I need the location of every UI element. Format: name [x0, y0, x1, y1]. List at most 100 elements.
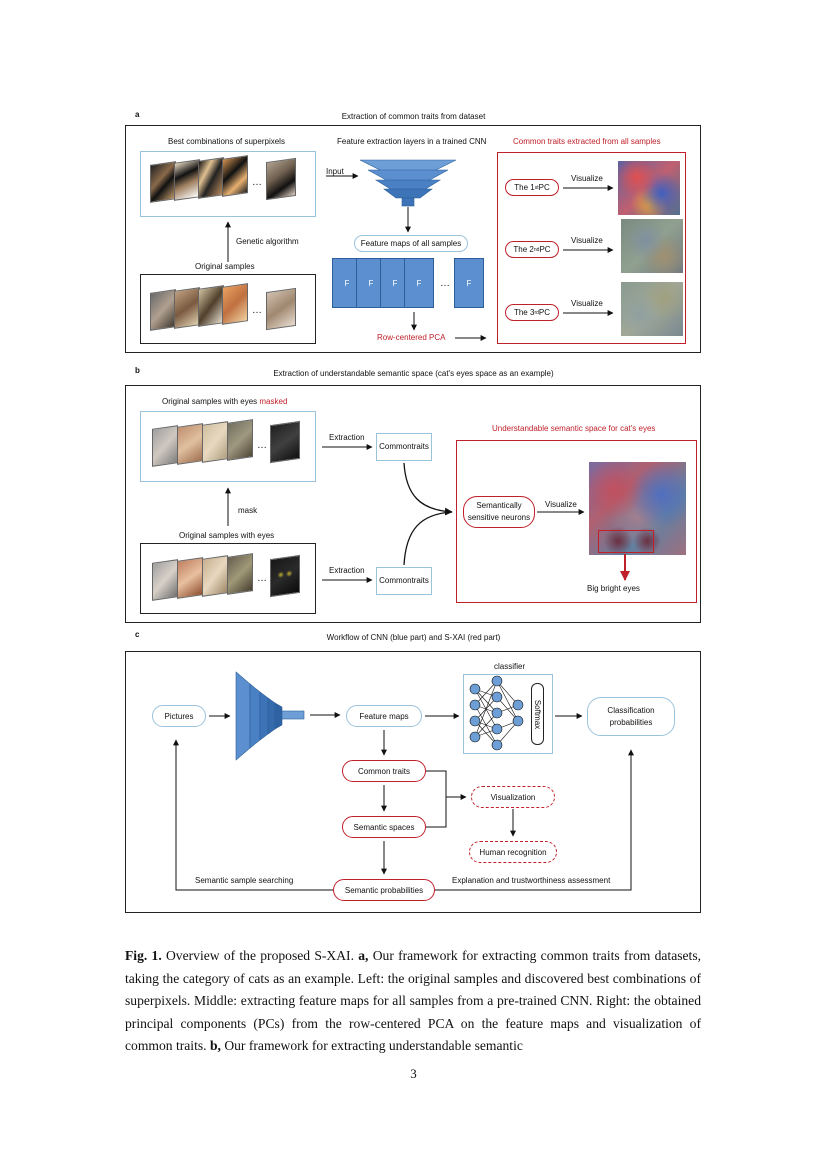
classification-probabilities-pill: Classification probabilities — [587, 697, 675, 736]
visualization-pill: Visualization — [471, 786, 555, 808]
sample-searching-label: Semantic sample searching — [195, 876, 294, 885]
common-traits-title: Common traits extracted from all samples — [513, 137, 661, 146]
superpixel-tile — [266, 157, 296, 201]
eyes-sample-tile — [202, 555, 228, 597]
panel-a-title: Extraction of common traits from dataset — [341, 112, 486, 121]
common-traits-text: Common — [379, 442, 412, 451]
pc1-visualization-image — [618, 161, 680, 215]
pc-text: The 2 — [513, 245, 534, 254]
feature-maps-pill: Feature maps of all samples — [354, 235, 468, 252]
masked-sample-tile — [270, 420, 300, 464]
sample-tile — [198, 285, 224, 327]
semantic-probabilities-pill: Semantic probabilities — [333, 879, 435, 901]
explanation-label: Explanation and trustworthiness assessme… — [452, 876, 611, 885]
pc-text: PC — [538, 183, 550, 192]
mask-label: mask — [238, 506, 258, 515]
extraction-label: Extraction — [329, 566, 365, 575]
original-samples-box — [140, 274, 316, 344]
panel-b-title: Extraction of understandable semantic sp… — [273, 369, 554, 378]
masked-sample-tile — [177, 423, 203, 465]
feature-map: F — [454, 258, 484, 308]
semantic-space-title: Understandable semantic space for cat's … — [492, 424, 656, 433]
genetic-algorithm-label: Genetic algorithm — [236, 237, 299, 246]
sensitive-text: sensitive neurons — [467, 513, 531, 522]
common-traits-text: Common — [379, 576, 412, 585]
caption-text: Our framework for extracting understanda… — [220, 1038, 523, 1053]
panel-b-frame — [125, 385, 701, 623]
ellipsis: … — [257, 573, 268, 584]
figure-caption: Fig. 1. Overview of the proposed S-XAI. … — [125, 945, 701, 1058]
caption-text: Overview of the proposed S-XAI. — [161, 948, 359, 963]
visualize-label: Visualize — [545, 500, 577, 509]
feature-map: F — [404, 258, 434, 308]
with-eyes-label: Original samples with eyes — [179, 531, 275, 540]
pc-sup: rd — [534, 309, 539, 316]
best-combos-box — [140, 151, 316, 217]
masked-samples-box — [140, 411, 316, 482]
ellipsis: … — [252, 305, 263, 316]
eyes-sample-tile — [227, 553, 253, 595]
sensitive-text: Semantically — [476, 501, 522, 510]
panel-a-frame — [125, 125, 701, 353]
softmax-box: Softmax — [531, 683, 544, 745]
cats-eyes-visualization-image — [589, 462, 686, 555]
eyes-highlight-box — [598, 530, 654, 553]
semantic-space-box — [456, 440, 697, 603]
visualize-label: Visualize — [571, 174, 603, 183]
semantic-spaces-pill: Semantic spaces — [342, 816, 426, 838]
sample-tile — [222, 283, 248, 325]
caption-a: a, — [358, 948, 369, 963]
caption-fig: Fig. 1. — [125, 948, 162, 963]
best-combos-label: Best combinations of superpixels — [168, 137, 285, 146]
human-recognition-pill: Human recognition — [469, 841, 557, 863]
eyes-sample-tile — [177, 557, 203, 599]
big-eyes-label: Big bright eyes — [587, 584, 640, 593]
cnn-label: Feature extraction layers in a trained C… — [337, 137, 487, 146]
feature-maps-pill: Feature maps — [346, 705, 422, 727]
visualize-label: Visualize — [571, 299, 603, 308]
caption-text: Our framework for extracting common trai… — [125, 948, 702, 1053]
superpixel-tile — [222, 155, 248, 197]
sample-tile — [174, 287, 200, 329]
masked-label: Original samples with eyes masked — [162, 397, 287, 406]
masked-sample-tile — [227, 419, 253, 461]
class-prob-text: probabilities — [609, 717, 653, 727]
row-pca-label: Row-centered PCA — [377, 333, 446, 342]
panel-c-frame — [125, 651, 701, 913]
sensitive-neurons-pill: Semantically sensitive neurons — [463, 496, 535, 528]
masked-sample-tile — [202, 421, 228, 463]
ellipsis: … — [257, 440, 268, 451]
superpixel-tile — [174, 159, 200, 201]
ellipsis: … — [440, 278, 451, 289]
original-samples-label: Original samples — [195, 262, 255, 271]
panel-c-letter: c — [135, 630, 140, 639]
common-traits-box — [497, 152, 686, 344]
pc-sup: nd — [533, 246, 540, 253]
masked-sample-tile — [152, 425, 178, 467]
masked-word: masked — [259, 397, 288, 406]
eyes-samples-box — [140, 543, 316, 614]
common-traits-text: traits — [411, 442, 429, 451]
class-prob-text: Classification — [607, 705, 655, 715]
softmax-label: Softmax — [533, 699, 542, 729]
common-traits-pill: Common traits — [342, 760, 426, 782]
visualize-label: Visualize — [571, 236, 603, 245]
extraction-label: Extraction — [329, 433, 365, 442]
sample-tile — [266, 287, 296, 331]
page-number: 3 — [410, 1066, 417, 1081]
eyes-sample-tile — [152, 559, 178, 601]
common-traits-text: traits — [411, 576, 429, 585]
panel-b-letter: b — [135, 366, 140, 375]
panel-c-title: Workflow of CNN (blue part) and S-XAI (r… — [326, 633, 501, 642]
pc2-visualization-image — [621, 219, 683, 273]
eyes-sample-tile — [270, 554, 300, 598]
pc-text: The 1 — [514, 183, 535, 192]
pc-text: The 3 — [513, 308, 535, 317]
pc-sup: st — [534, 184, 539, 191]
panel-a-letter: a — [135, 110, 140, 119]
masked-prefix: Original samples with eyes — [162, 397, 260, 406]
ellipsis: … — [252, 177, 263, 188]
